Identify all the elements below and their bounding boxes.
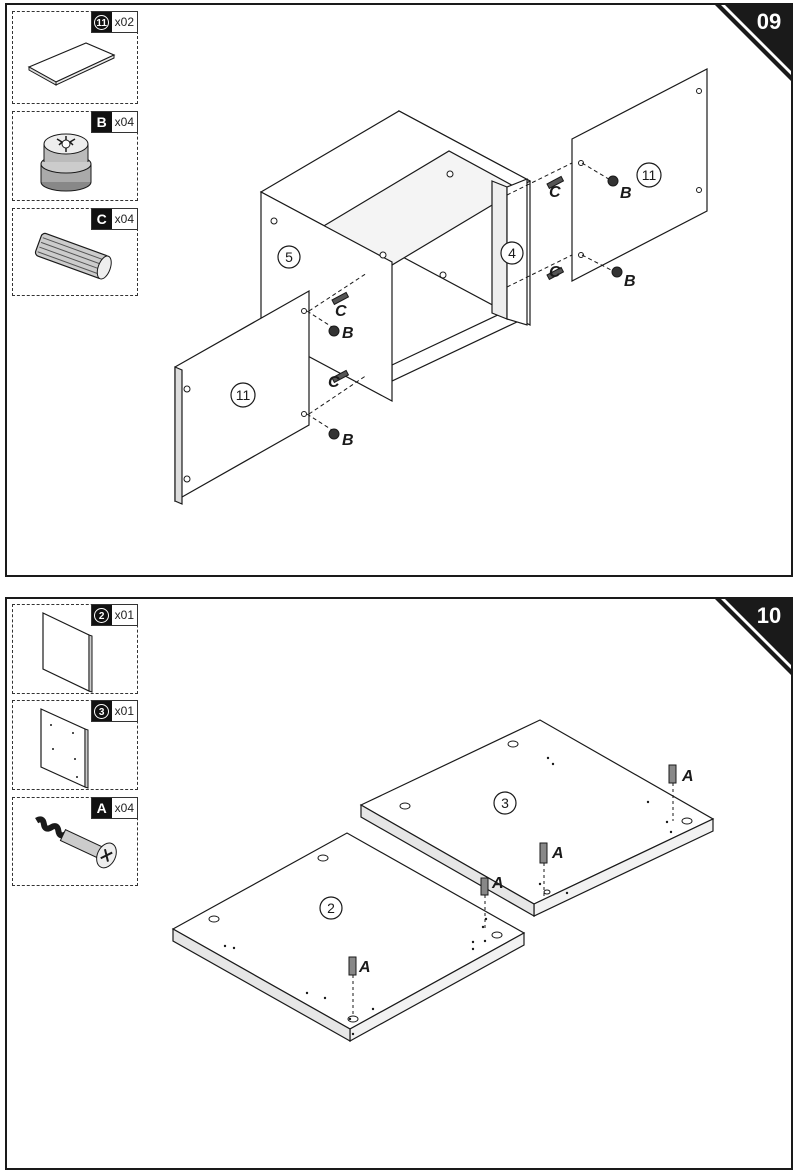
step-number: 09	[756, 9, 782, 34]
part-id: 11	[94, 14, 110, 30]
callout-c: C	[328, 374, 340, 391]
part-badge: 3 x01	[90, 700, 138, 722]
callout-b: B	[624, 273, 636, 290]
panel-label-2: 2	[327, 900, 335, 916]
callout-a: A	[358, 959, 371, 976]
callout-b: B	[620, 185, 632, 202]
part-badge: 11 x02	[90, 11, 138, 33]
wooden-dowel-icon	[13, 209, 139, 297]
part-box-b: B x04	[12, 111, 138, 201]
part-id: 2	[94, 607, 110, 623]
part-qty: x02	[114, 15, 134, 29]
callout-b: B	[342, 325, 354, 342]
part-qty: x04	[114, 115, 134, 129]
step-number: 10	[756, 603, 782, 628]
part-box-c: C x04	[12, 208, 138, 296]
part-id: A	[91, 798, 112, 818]
panel-label-11: 11	[642, 167, 657, 183]
part-box-a: A x04	[12, 797, 138, 886]
step-number-tab	[713, 599, 791, 677]
panel-label-4: 4	[508, 245, 516, 261]
panel-label-5: 5	[285, 249, 293, 265]
part-badge: A x04	[90, 797, 138, 819]
callout-b: B	[342, 432, 354, 449]
part-id: 3	[94, 703, 110, 719]
panel-icon	[13, 12, 139, 105]
callout-c: C	[335, 303, 347, 320]
part-qty: x04	[114, 801, 134, 815]
assembly-diagram-10: A A A A 3 2	[171, 719, 715, 1043]
step-09-panel: 09 11 x02 B x04	[5, 3, 793, 577]
cam-lock-icon	[13, 112, 139, 202]
assembly-diagram-09: C C C C B B B B 5 4 11 11	[174, 68, 708, 505]
callout-a: A	[551, 845, 564, 862]
part-id: C	[91, 209, 112, 229]
part-box-11: 11 x02	[12, 11, 138, 104]
part-qty: x04	[114, 212, 134, 226]
step-number-tab	[713, 5, 791, 83]
panel-label-3: 3	[501, 795, 509, 811]
callout-c: C	[549, 264, 561, 281]
panel-icon	[13, 605, 139, 695]
step-10-panel: 10 2 x01 3 x01	[5, 597, 793, 1170]
part-qty: x01	[114, 608, 134, 622]
part-box-2: 2 x01	[12, 604, 138, 694]
part-qty: x01	[114, 704, 134, 718]
part-badge: C x04	[90, 208, 138, 230]
callout-a: A	[681, 768, 694, 785]
callout-c: C	[549, 184, 561, 201]
part-badge: 2 x01	[90, 604, 138, 626]
part-id: B	[91, 112, 112, 132]
part-badge: B x04	[90, 111, 138, 133]
panel-icon	[13, 701, 139, 791]
part-box-3: 3 x01	[12, 700, 138, 790]
panel-label-11: 11	[236, 387, 251, 403]
callout-a: A	[491, 875, 504, 892]
cam-bolt-icon	[13, 798, 139, 887]
